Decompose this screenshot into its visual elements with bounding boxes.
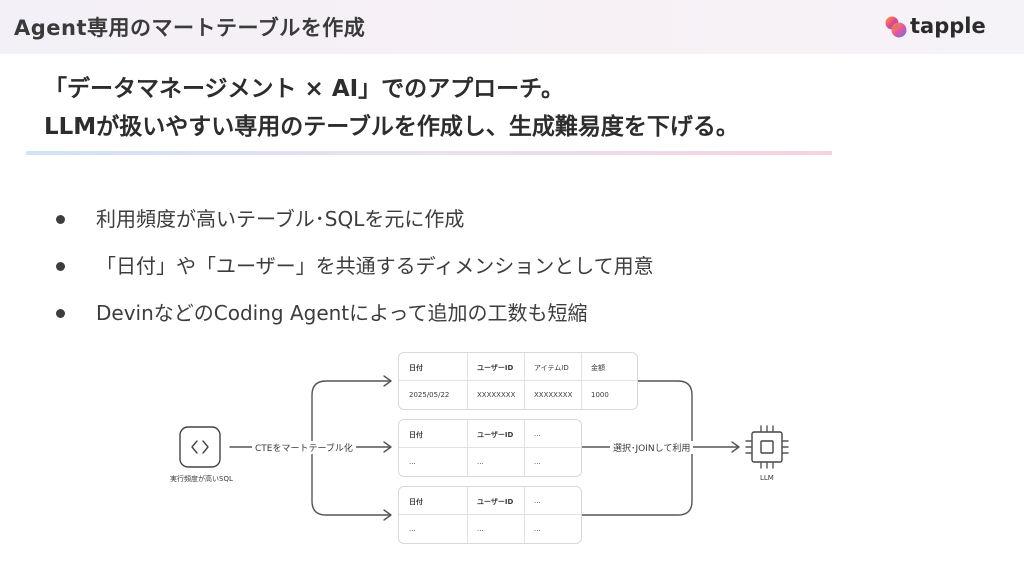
- code-icon-left: [191, 440, 198, 454]
- table-cell: ...: [477, 525, 484, 533]
- arrowhead-table2: [383, 441, 392, 453]
- bullet-dot-icon: [56, 215, 65, 224]
- logo-mark-icon: [885, 16, 907, 38]
- headline-line2: LLMが扱いやすい専用のテーブルを作成し、生成難易度を下げる。: [44, 114, 739, 140]
- table-cell: ...: [409, 458, 416, 466]
- table-header: ...: [534, 497, 541, 505]
- table-header: 日付: [409, 498, 423, 506]
- chip-icon-body: [751, 431, 783, 463]
- chip-icon-core: [760, 440, 774, 454]
- table-cell: ...: [477, 458, 484, 466]
- table-cell: ...: [409, 525, 416, 533]
- bullet-dot-icon: [56, 262, 65, 271]
- headline: 「データマネージメント × AI」でのアプローチ。 LLMが扱いやすい専用のテー…: [44, 70, 739, 146]
- mart-table-1: 日付 ユーザーID アイテムID 金額 2025/05/22 XXXXXXXX …: [398, 352, 638, 410]
- mart-table-3: 日付 ユーザーID ... ... ... ...: [398, 486, 582, 544]
- bullet-list: 利用頻度が高いテーブル･SQLを元に作成 「日付」や「ユーザー」を共通するディメ…: [54, 196, 654, 337]
- code-icon-right: [202, 440, 209, 454]
- table-header: ユーザーID: [477, 364, 514, 372]
- table-header: 日付: [409, 364, 423, 372]
- headline-underline: [26, 151, 832, 155]
- llm-label: LLM: [760, 474, 774, 482]
- headline-line1: 「データマネージメント × AI」でのアプローチ。: [44, 76, 565, 102]
- arrow-label-join: 選択･JOINして利用: [610, 441, 694, 454]
- arrowhead-table3: [383, 509, 392, 521]
- table-cell: ...: [534, 525, 541, 533]
- table-cell: 2025/05/22: [409, 391, 450, 399]
- table-cell: XXXXXXXX: [477, 391, 516, 399]
- table-cell: XXXXXXXX: [534, 391, 573, 399]
- table-header: ユーザーID: [477, 498, 514, 506]
- bullet-item: 利用頻度が高いテーブル･SQLを元に作成: [54, 196, 654, 243]
- logo-text: tapple: [910, 14, 986, 38]
- header-bar: Agent専用のマートテーブルを作成 tapple: [0, 0, 1024, 54]
- page-title: Agent専用のマートテーブルを作成: [14, 16, 366, 40]
- table-cell: ...: [534, 458, 541, 466]
- source-label: 実行頻度が高いSQL: [170, 475, 233, 483]
- bullet-item: DevinなどのCoding Agentによって追加の工数も短縮: [54, 290, 654, 337]
- table-header: 金額: [591, 364, 605, 372]
- mart-table-2: 日付 ユーザーID ... ... ... ...: [398, 419, 582, 477]
- bullet-dot-icon: [56, 309, 65, 318]
- table-header: アイテムID: [534, 364, 569, 372]
- table-header: ...: [534, 430, 541, 438]
- bullet-item: 「日付」や「ユーザー」を共通するディメンションとして用意: [54, 243, 654, 290]
- arrow-label-cte: CTEをマートテーブル化: [252, 441, 356, 454]
- arrowhead-llm: [731, 441, 740, 453]
- tapple-logo: tapple: [884, 14, 994, 42]
- table-cell: 1000: [591, 391, 609, 399]
- table-header: 日付: [409, 431, 423, 439]
- table-header: ユーザーID: [477, 431, 514, 439]
- arrowhead-table1: [383, 375, 392, 387]
- code-icon-box: [179, 426, 221, 468]
